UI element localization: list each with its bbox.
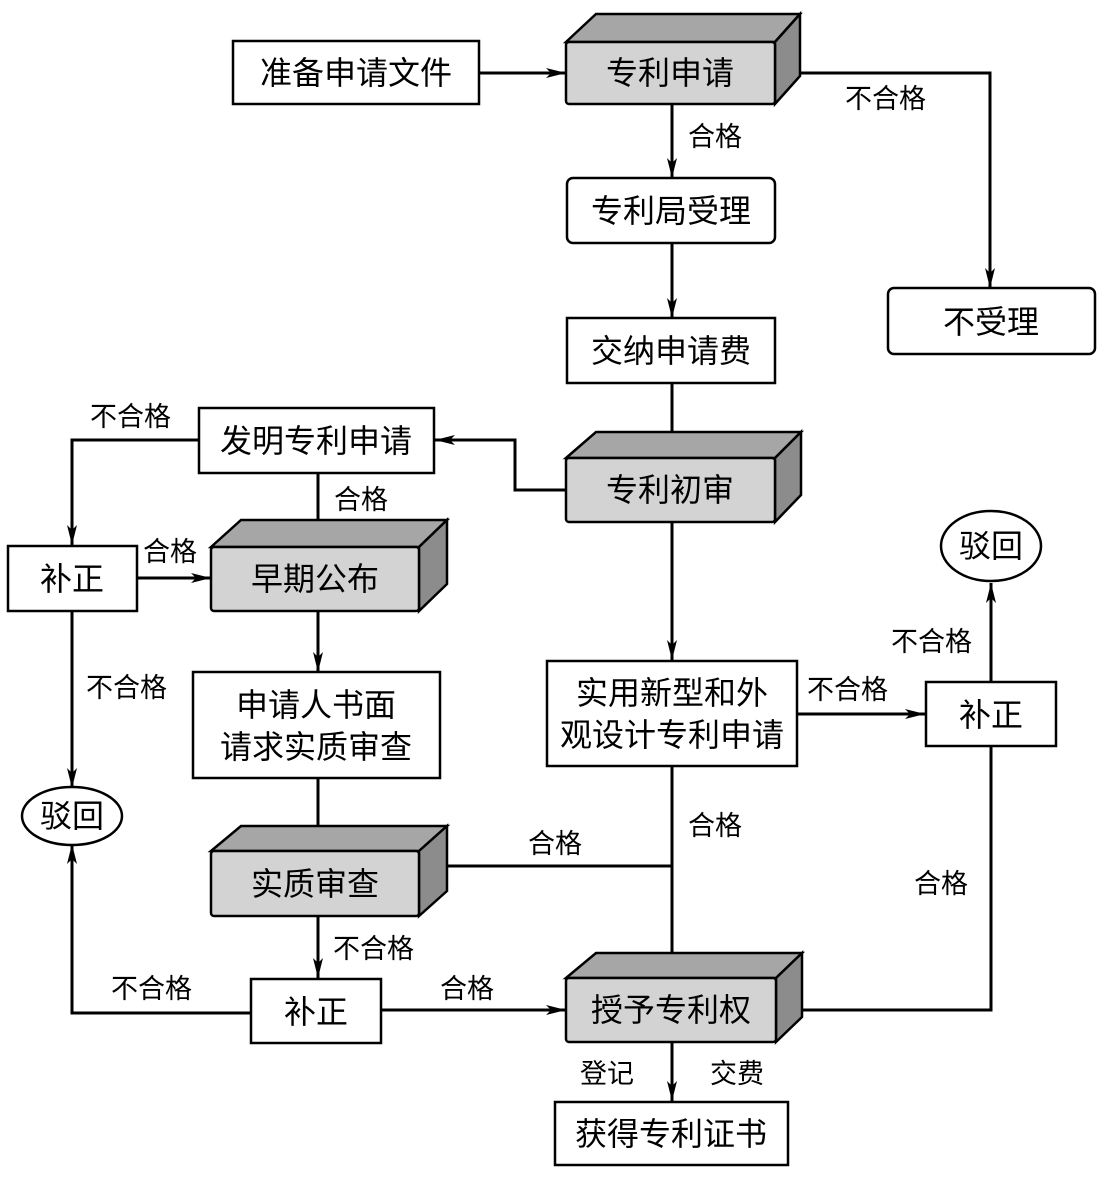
label-correction-left-pass: 合格 (143, 537, 197, 568)
grant-patent-block: 授予专利权 (562, 950, 806, 1045)
label-correction-right-pass: 合格 (914, 869, 968, 900)
office-accept-box: 专利局受理 (565, 176, 777, 245)
patent-application-label: 专利申请 (606, 54, 734, 92)
correction-right-label: 补正 (959, 696, 1023, 734)
correction-left-label: 补正 (40, 560, 104, 598)
early-publication-block: 早期公布 (207, 517, 451, 614)
edge-prelim-to-invention (435, 435, 566, 492)
correction-left-box: 补正 (6, 544, 139, 613)
label-register: 登记 (580, 1059, 634, 1090)
pay-fee-label: 交纳申请费 (591, 332, 751, 370)
office-accept-label: 专利局受理 (591, 192, 751, 230)
utility-design-label-line1: 实用新型和外 (576, 674, 768, 712)
not-accepted-box: 不受理 (886, 286, 1097, 356)
label-invention-pass: 合格 (334, 485, 388, 516)
label-app-pass: 合格 (688, 122, 742, 153)
certificate-box: 获得专利证书 (553, 1100, 790, 1167)
pay-fee-box: 交纳申请费 (565, 316, 777, 385)
utility-design-label-line2: 观设计专利申请 (560, 716, 784, 754)
certificate-label: 获得专利证书 (575, 1115, 767, 1153)
label-correction-bottom-pass: 合格 (440, 974, 494, 1005)
edge-invention-to-correction-left (67, 438, 199, 545)
request-exam-label-line1: 申请人书面 (236, 686, 396, 724)
request-exam-box: 申请人书面 请求实质审查 (191, 670, 442, 780)
preliminary-exam-label: 专利初审 (606, 471, 734, 509)
substantive-exam-label: 实质审查 (251, 865, 379, 903)
correction-right-box: 补正 (924, 680, 1058, 748)
correction-bottom-box: 补正 (249, 977, 383, 1045)
label-correction-left-fail: 不合格 (86, 673, 167, 704)
prepare-docs-label: 准备申请文件 (260, 54, 452, 92)
preliminary-exam-block: 专利初审 (562, 428, 805, 526)
rejected-right-ellipse: 驳回 (939, 509, 1043, 583)
utility-design-box: 实用新型和外 观设计专利申请 (545, 659, 799, 768)
invention-application-box: 发明专利申请 (197, 406, 436, 475)
grant-patent-label: 授予专利权 (591, 991, 751, 1029)
edge-correction-right-to-grant (778, 746, 993, 1015)
early-publication-label: 早期公布 (251, 560, 379, 598)
label-utility-fail: 不合格 (807, 675, 888, 706)
request-exam-label-line2: 请求实质审查 (220, 728, 412, 766)
prepare-docs-box: 准备申请文件 (231, 39, 481, 106)
patent-application-block: 专利申请 (562, 10, 803, 108)
substantive-exam-block: 实质审查 (207, 823, 451, 919)
label-invention-fail: 不合格 (90, 402, 171, 433)
invention-application-label: 发明专利申请 (220, 422, 412, 460)
rejected-left-ellipse: 驳回 (20, 785, 124, 847)
rejected-right-label: 驳回 (959, 527, 1023, 565)
label-utility-pass: 合格 (688, 811, 742, 842)
correction-bottom-label: 补正 (284, 993, 348, 1031)
label-exam-pass: 合格 (528, 829, 582, 860)
label-pay: 交费 (710, 1059, 764, 1090)
rejected-left-label: 驳回 (40, 797, 104, 835)
edge-application-to-not-accepted (775, 71, 995, 288)
edge-correction-bottom-to-rejected (67, 844, 251, 1015)
label-app-fail: 不合格 (845, 84, 926, 115)
not-accepted-label: 不受理 (943, 303, 1039, 341)
label-correction-right-fail: 不合格 (891, 627, 972, 658)
label-exam-fail: 不合格 (333, 934, 414, 965)
label-correction-bottom-fail: 不合格 (111, 974, 192, 1005)
